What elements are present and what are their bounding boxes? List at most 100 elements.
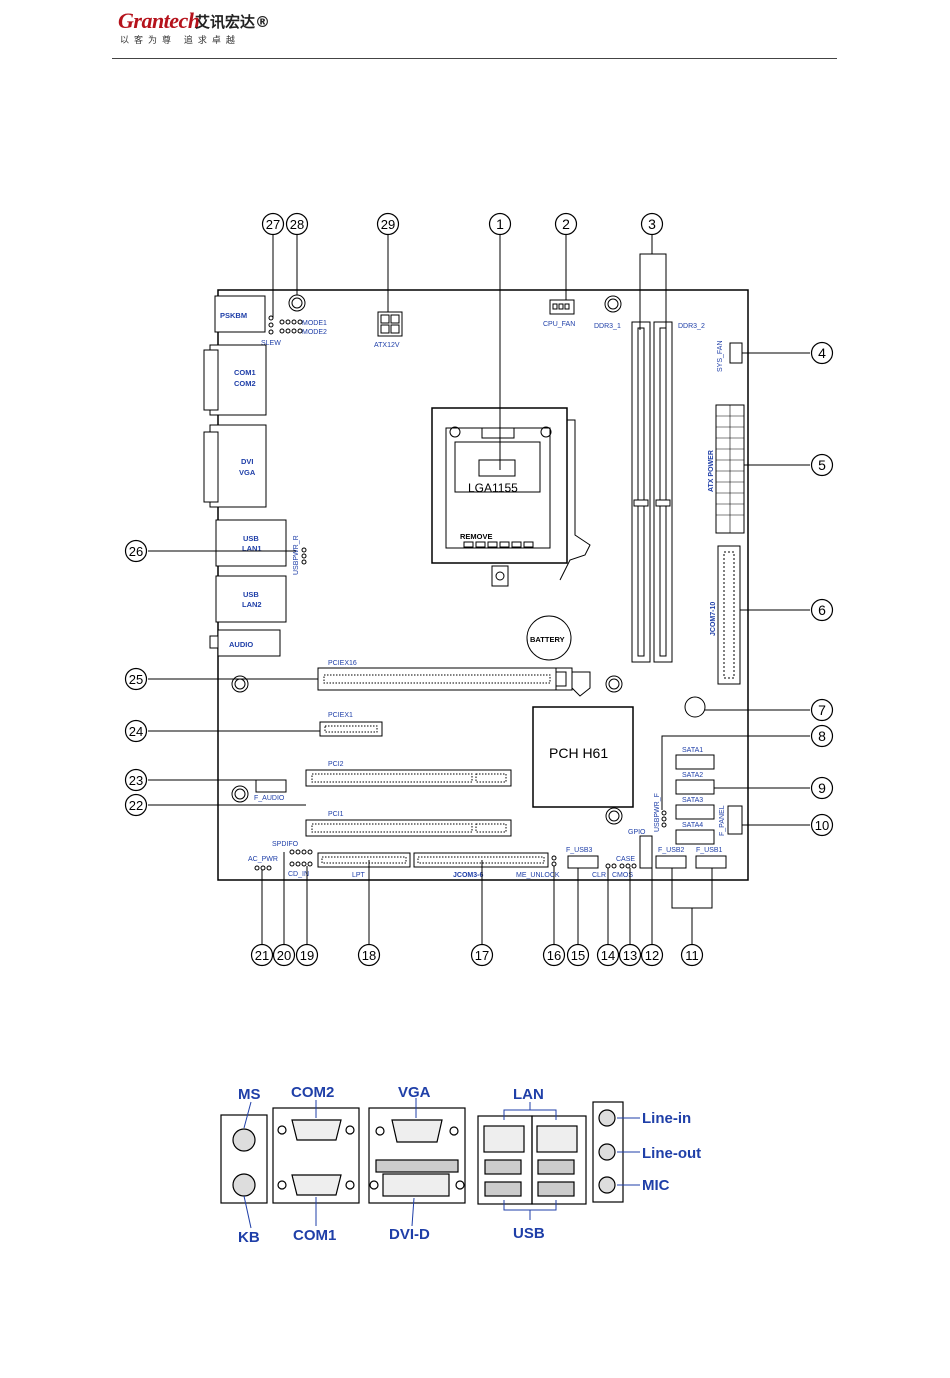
callout-circle-8	[810, 724, 834, 748]
f-panel-label: F_PANEL	[719, 805, 726, 836]
kb-label: KB	[238, 1229, 260, 1246]
callout-number-24: 24	[129, 724, 143, 739]
callout-circle-25	[124, 667, 148, 691]
callout-number-2: 2	[562, 216, 570, 232]
com1-label: COM1	[293, 1227, 336, 1244]
callout-number-19: 19	[300, 948, 314, 963]
callout-circle-23	[124, 768, 148, 792]
lpt-header	[317, 852, 411, 868]
callout-leader-lines	[148, 234, 810, 944]
video-port-block	[368, 1107, 466, 1204]
atx12v-connector	[377, 311, 403, 337]
callout-circle-1	[488, 212, 512, 236]
usb-lan2-port	[215, 575, 287, 623]
usb-lan2-label-b: LAN2	[242, 600, 262, 609]
vga-board-label: VGA	[239, 468, 256, 477]
callout-number-5: 5	[818, 457, 826, 473]
callout-circle-5	[810, 453, 834, 477]
atx12v-label: ATX12V	[374, 342, 400, 349]
com2-port	[291, 1119, 342, 1141]
cpu-socket-lga1155: LGA1155 REMOVE	[431, 407, 591, 587]
com1-port	[291, 1174, 342, 1196]
vga-port	[391, 1119, 443, 1143]
callout-circle-13	[618, 943, 642, 967]
dvi-board-label: DVI	[241, 457, 254, 466]
callout-number-29: 29	[381, 217, 395, 232]
io-leader-lines	[243, 1098, 640, 1229]
dvi-d-label: DVI-D	[389, 1226, 430, 1243]
callout-number-11: 11	[685, 948, 699, 963]
jcom7-10-label: JCOM7-10	[710, 602, 717, 636]
pciex1-slot	[319, 721, 383, 737]
usb-port-1a	[484, 1159, 522, 1175]
f-audio-header	[255, 779, 287, 793]
callout-number-10: 10	[815, 818, 829, 833]
callout-number-9: 9	[818, 780, 826, 796]
usb-lan1-label-a: USB	[243, 534, 259, 543]
usb-lan1-port	[215, 519, 287, 567]
f-audio-label: F_AUDIO	[254, 795, 285, 802]
mode1-label: MODE1	[302, 320, 327, 327]
page-header: Grantech 艾讯宏达® 以客为尊 追求卓越	[0, 0, 950, 70]
callout-circle-22	[124, 793, 148, 817]
callout-number-8: 8	[818, 728, 826, 744]
callout-circle-16	[542, 943, 566, 967]
atx-power-label: ATX POWER	[708, 450, 715, 492]
brand-slogan: 以客为尊 追求卓越	[120, 36, 240, 46]
f-usb1-header	[695, 855, 727, 869]
f-usb2-header	[655, 855, 687, 869]
sys-fan-header	[729, 342, 743, 364]
dvi-d-port	[382, 1173, 450, 1197]
callout-circle-15	[566, 943, 590, 967]
jcom3-6-header	[413, 852, 549, 868]
cmos-label: CMOS	[612, 872, 633, 879]
mode-jumpers: MODE1 MODE2 SLEW	[261, 315, 327, 347]
sata2-label: SATA2	[682, 772, 703, 779]
sata4-label: SATA4	[682, 822, 703, 829]
lpt-label: LPT	[352, 872, 366, 879]
sata1-label: SATA1	[682, 747, 703, 754]
kb-port	[232, 1173, 256, 1197]
callout-circle-2	[554, 212, 578, 236]
f-usb3-label: F_USB3	[566, 847, 593, 854]
callout-circle-29	[376, 212, 400, 236]
callout-circle-27	[261, 212, 285, 236]
callout-number-12: 12	[645, 948, 659, 963]
callout-circle-20	[272, 943, 296, 967]
callout-number-25: 25	[129, 672, 143, 687]
lan-port-1	[483, 1125, 525, 1153]
line-out-label: Line-out	[642, 1145, 701, 1162]
ddr3-1-label: DDR3_1	[594, 323, 621, 330]
callout-number-23: 23	[129, 773, 143, 788]
f-panel-header	[727, 805, 743, 835]
cmos-battery	[526, 615, 572, 661]
usb-port-1b	[484, 1181, 522, 1197]
brand-logo-text: Grantech	[118, 8, 200, 33]
mode2-label: MODE2	[302, 329, 327, 336]
lga1155-label: LGA1155	[468, 481, 518, 495]
callout-number-15: 15	[571, 948, 585, 963]
callout-number-17: 17	[475, 948, 489, 963]
usb-port-2b	[537, 1181, 575, 1197]
line-in-jack	[598, 1109, 616, 1127]
pci1-label: PCI1	[328, 811, 344, 818]
usb-lan1-label-b: LAN1	[242, 544, 262, 553]
callout-number-7: 7	[818, 702, 826, 718]
case-label: CASE	[616, 856, 635, 863]
audio-board-label: AUDIO	[229, 640, 253, 649]
pch-chip	[532, 706, 634, 808]
sata-connectors	[675, 754, 715, 845]
lan-label: LAN	[513, 1086, 544, 1103]
callout-circle-10	[810, 813, 834, 837]
callout-circle-7	[810, 698, 834, 722]
pci2-label: PCI2	[328, 761, 344, 768]
spdifo-label: SPDIFO	[272, 841, 299, 848]
callout-number-4: 4	[818, 345, 826, 361]
ms-port	[232, 1128, 256, 1152]
gpio-label: GPIO	[628, 829, 646, 836]
gpio-header	[639, 835, 653, 869]
jcom7-10-header	[717, 545, 741, 685]
cpu-fan-header	[549, 299, 575, 315]
header-divider	[112, 58, 837, 59]
